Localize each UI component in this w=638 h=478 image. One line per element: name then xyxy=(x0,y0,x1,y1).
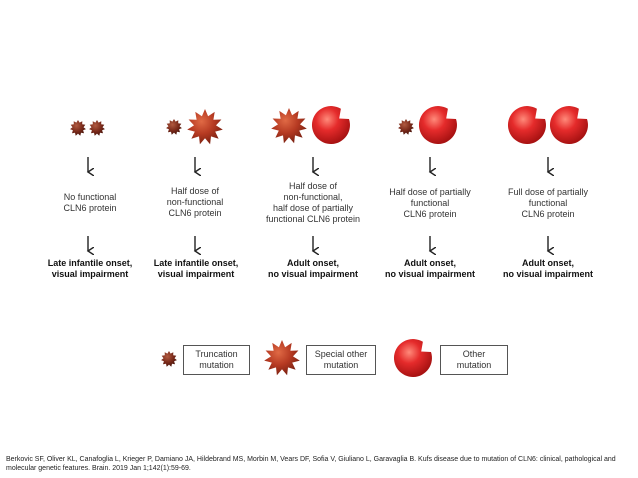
col1-outcome-line: Late infantile onset, xyxy=(47,258,133,268)
col5-protein-line: CLN6 protein xyxy=(521,209,575,219)
col1-truncation-icon xyxy=(89,120,105,136)
col1-outcome-line: visual impairment xyxy=(51,269,129,279)
col3-protein-line: functional CLN6 protein xyxy=(265,214,361,224)
col3-other-icon xyxy=(311,106,350,144)
col3-outcome-line: Adult onset, xyxy=(287,258,339,268)
col2-protein-line: Half dose of xyxy=(170,186,220,196)
col3-protein-line: non-functional, xyxy=(283,192,343,202)
legend-truncation-line: mutation xyxy=(199,360,234,370)
col4-protein-line: functional xyxy=(410,198,450,208)
legend-other-label: Other mutation xyxy=(440,345,508,375)
col2-protein-line: non-functional xyxy=(166,197,224,207)
col5-outcome-line: Adult onset, xyxy=(522,258,574,268)
legend-special-label: Special other mutation xyxy=(306,345,376,375)
col2-protein-text: Half dose of non-functional CLN6 protein xyxy=(145,186,245,219)
col5-outcome-line: no visual impairment xyxy=(502,269,594,279)
col3-protein-text: Half dose of non-functional, half dose o… xyxy=(252,181,374,225)
legend-truncation-icon xyxy=(161,351,177,367)
col5-protein-line: Full dose of partially xyxy=(507,187,589,197)
col2-outcome-line: Late infantile onset, xyxy=(153,258,239,268)
legend-special-icon xyxy=(264,340,300,376)
legend-other-icon xyxy=(393,338,432,377)
col3-special-icon xyxy=(271,108,307,144)
col3-protein-line: half dose of partially xyxy=(272,203,354,213)
col1-protein-line: No functional xyxy=(63,192,117,202)
col5-other-icon xyxy=(549,105,588,144)
col4-truncation-icon xyxy=(398,119,414,135)
col1-protein-line: CLN6 protein xyxy=(63,203,117,213)
col2-protein-line: CLN6 protein xyxy=(168,208,222,218)
col2-outcome-text: Late infantile onset, visual impairment xyxy=(138,258,254,280)
col3-outcome-line: no visual impairment xyxy=(267,269,359,279)
col1-protein-text: No functional CLN6 protein xyxy=(40,192,140,214)
col4-protein-line: Half dose of partially xyxy=(389,187,471,197)
col1-truncation-icon xyxy=(70,120,86,136)
citation-text: Berkovic SF, Oliver KL, Canafoglia L, Kr… xyxy=(6,456,616,472)
col4-outcome-line: Adult onset, xyxy=(404,258,456,268)
col4-protein-text: Half dose of partially functional CLN6 p… xyxy=(378,187,482,220)
col4-other-icon xyxy=(418,105,457,144)
legend-truncation-label: Truncation mutation xyxy=(183,345,250,375)
legend-other-line: mutation xyxy=(456,360,492,370)
col4-outcome-line: no visual impairment xyxy=(384,269,476,279)
col5-protein-text: Full dose of partially functional CLN6 p… xyxy=(494,187,602,220)
col3-outcome-text: Adult onset, no visual impairment xyxy=(253,258,373,280)
col5-protein-line: functional xyxy=(528,198,568,208)
col2-special-icon xyxy=(187,109,223,145)
col4-protein-line: CLN6 protein xyxy=(403,209,457,219)
col4-outcome-text: Adult onset, no visual impairment xyxy=(370,258,490,280)
col5-other-icon xyxy=(507,105,546,144)
legend-special-line: mutation xyxy=(323,360,359,370)
legend-truncation-line: Truncation xyxy=(195,349,238,359)
col2-truncation-icon xyxy=(166,119,182,135)
legend-special-line: Special other xyxy=(314,349,368,359)
col3-protein-line: Half dose of xyxy=(288,181,338,191)
col5-outcome-text: Adult onset, no visual impairment xyxy=(488,258,608,280)
col1-outcome-text: Late infantile onset, visual impairment xyxy=(30,258,150,280)
legend-other-line: Other xyxy=(462,349,486,359)
col2-outcome-line: visual impairment xyxy=(157,269,235,279)
